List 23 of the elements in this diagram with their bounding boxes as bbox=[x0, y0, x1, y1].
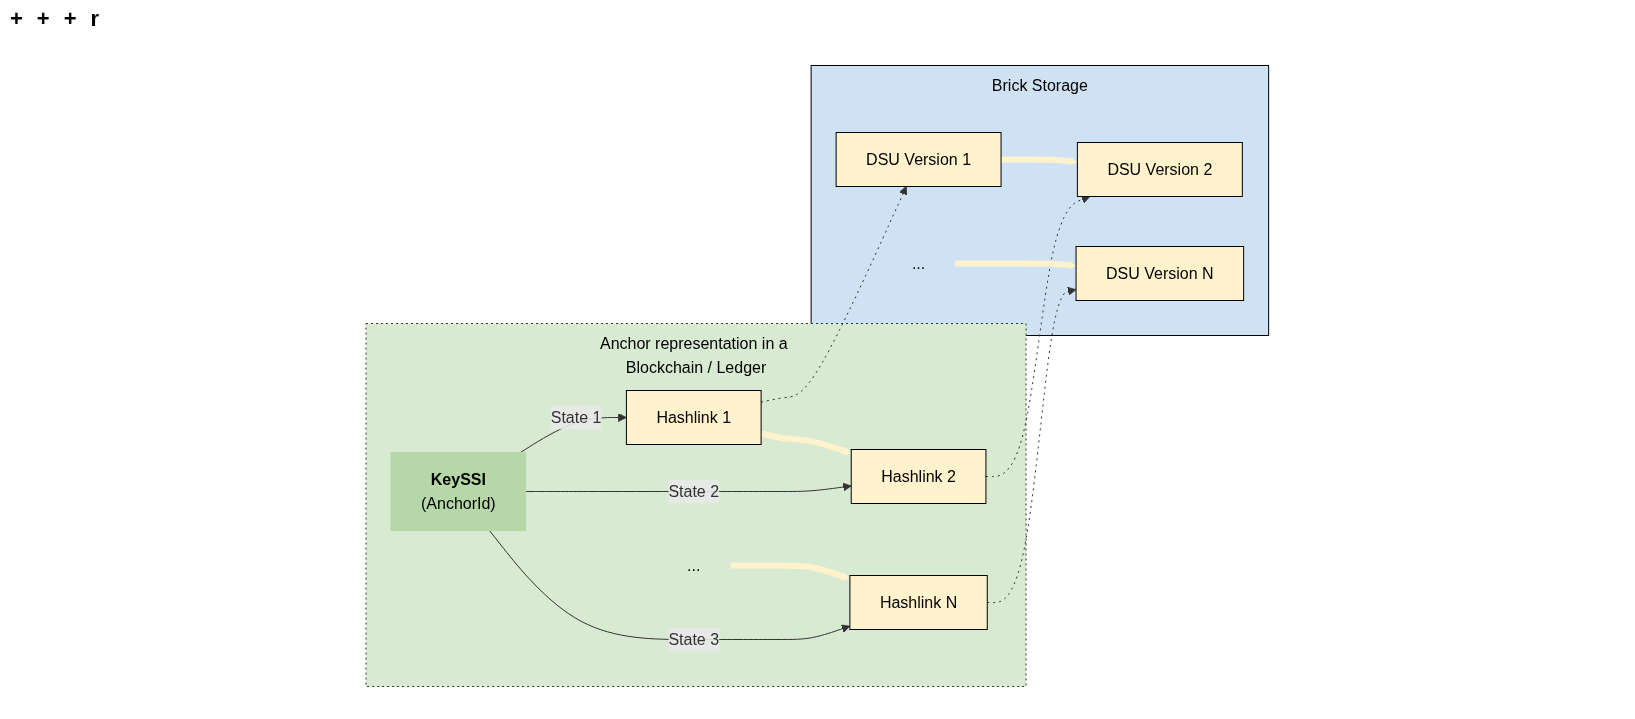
note-text: + bbox=[63, 6, 77, 32]
node-text: ... bbox=[912, 254, 926, 272]
arrow bbox=[730, 562, 851, 581]
node-box: Hashlink 1 bbox=[626, 390, 762, 445]
edge-label: State 2 bbox=[668, 482, 720, 500]
node-text: ... bbox=[687, 556, 701, 574]
node-box: KeySSI (AnchorId) bbox=[390, 452, 527, 531]
node-box: DSU Version N bbox=[1075, 246, 1245, 301]
arrow bbox=[986, 286, 1077, 603]
note-text: + bbox=[36, 6, 50, 32]
edge-label: State 1 bbox=[550, 408, 602, 426]
arrow bbox=[760, 186, 908, 403]
note-text: r bbox=[90, 6, 100, 32]
node-box: DSU Version 2 bbox=[1077, 142, 1243, 197]
edge-label: State 3 bbox=[668, 630, 720, 648]
arrow bbox=[955, 260, 1077, 270]
node-box: Hashlink 2 bbox=[850, 449, 987, 504]
arrow bbox=[1001, 156, 1078, 166]
arrow bbox=[489, 530, 851, 640]
note-text: + bbox=[10, 6, 23, 32]
node-box: Hashlink N bbox=[849, 575, 988, 630]
arrow bbox=[760, 430, 852, 455]
node-box: DSU Version 1 bbox=[835, 132, 1002, 187]
